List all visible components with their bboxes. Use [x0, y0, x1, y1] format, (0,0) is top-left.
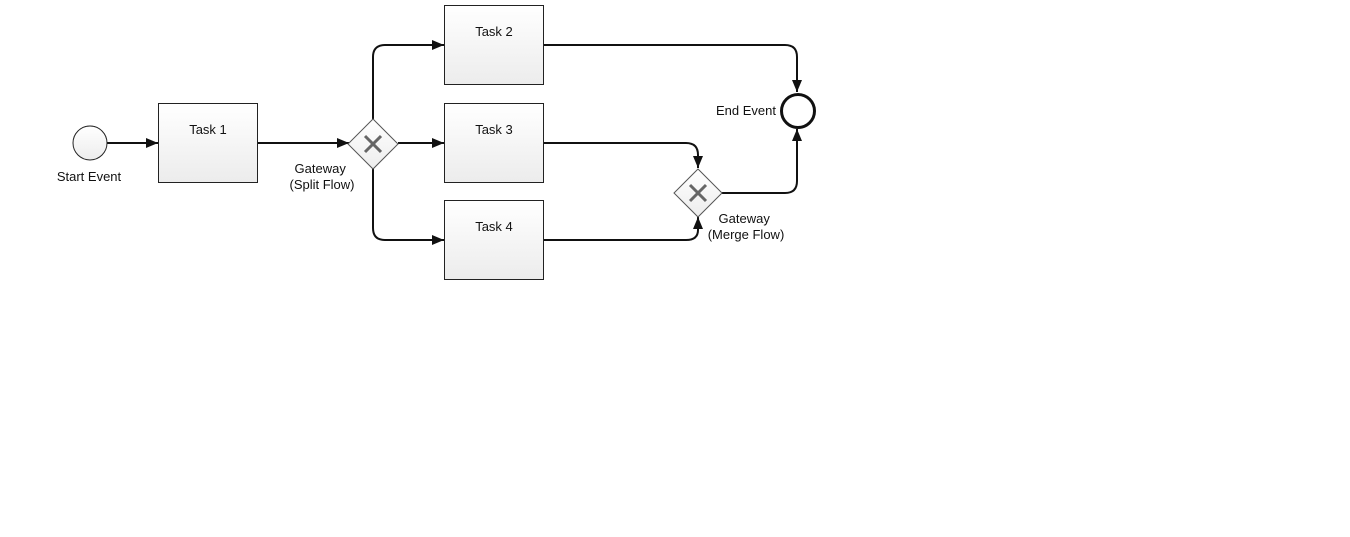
end-event[interactable]: End Event: [716, 93, 816, 129]
task-2[interactable]: Task 2: [444, 5, 544, 85]
end-event-circle[interactable]: [780, 93, 816, 129]
task-4[interactable]: Task 4: [444, 200, 544, 280]
merge-gateway[interactable]: Gateway (Merge Flow): [673, 168, 785, 242]
flow-merge-gateway-to-end-event[interactable]: [722, 129, 802, 194]
split-gateway-label-line-1: Gateway: [295, 161, 347, 176]
split-gateway-label: Gateway (Split Flow): [289, 161, 354, 192]
task-2-label: Task 2: [475, 24, 513, 39]
flow-task-4-to-merge-gateway[interactable]: [544, 217, 703, 241]
exclusive-x-icon: [688, 183, 708, 203]
task-1-label: Task 1: [189, 122, 227, 137]
split-gateway[interactable]: Gateway (Split Flow): [289, 118, 399, 192]
task-3-label: Task 3: [475, 122, 513, 137]
task-3[interactable]: Task 3: [444, 103, 544, 183]
flow-task-3-to-merge-gateway[interactable]: [544, 142, 703, 168]
start-event[interactable]: Start Event: [57, 125, 122, 184]
task-4-box[interactable]: [444, 200, 544, 280]
task-2-box[interactable]: [444, 5, 544, 85]
merge-gateway-label-line-2: (Merge Flow): [708, 227, 785, 242]
task-1[interactable]: Task 1: [158, 103, 258, 183]
start-event-label: Start Event: [57, 169, 122, 184]
end-event-label: End Event: [716, 103, 776, 118]
task-3-box[interactable]: [444, 103, 544, 183]
task-4-label: Task 4: [475, 219, 513, 234]
flow-task-2-to-end-event[interactable]: [544, 44, 802, 92]
merge-gateway-label-line-1: Gateway: [719, 211, 771, 226]
split-gateway-label-line-2: (Split Flow): [289, 177, 354, 192]
task-1-box[interactable]: [158, 103, 258, 183]
exclusive-x-icon: [363, 134, 383, 154]
merge-gateway-label: Gateway (Merge Flow): [708, 211, 785, 242]
start-event-circle[interactable]: [72, 125, 108, 161]
sequence-flows: [107, 40, 802, 245]
flow-split-gateway-to-task-2[interactable]: [372, 40, 444, 119]
flow-split-gateway-to-task-4[interactable]: [372, 168, 444, 245]
